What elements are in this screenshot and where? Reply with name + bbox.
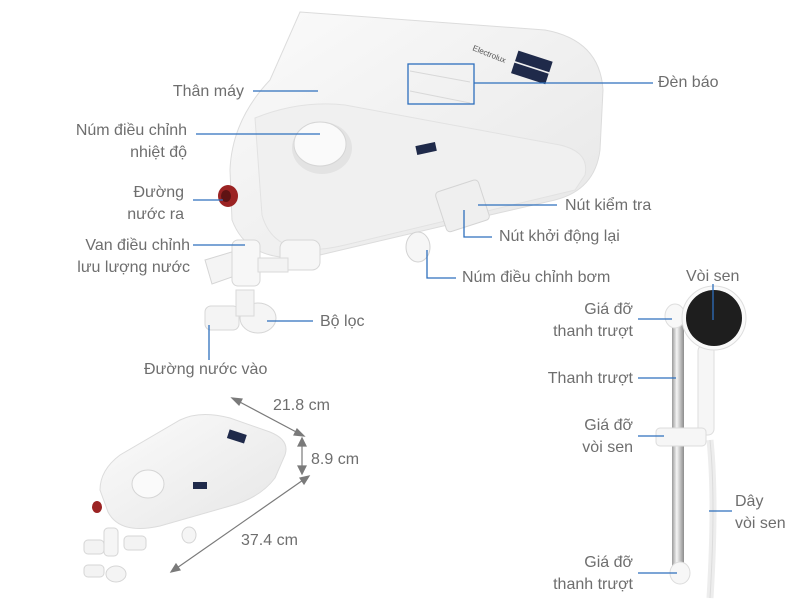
- label-duong-nuoc-ra-line1: Đường: [133, 184, 184, 201]
- label-van-line2: lưu lượng nước: [77, 259, 190, 276]
- label-nut-kiem-tra: Nút kiểm tra: [565, 197, 652, 214]
- label-thanh-truot: Thanh trượt: [547, 370, 633, 387]
- label-duong-nuoc-ra-line2: nước ra: [127, 206, 184, 223]
- heater-main-body: Electrolux: [204, 11, 604, 334]
- label-gia-do-voi-sen-line1: Giá đỡ: [584, 417, 633, 434]
- label-gia-do-thanh-truot-bottom-line1: Giá đỡ: [584, 554, 633, 571]
- label-day-voi-sen-line2: vòi sen: [735, 515, 786, 532]
- label-van-line1: Van điều chỉnh: [85, 237, 190, 254]
- label-gia-do-thanh-truot-top-line1: Giá đỡ: [584, 301, 633, 318]
- leader-lines: [193, 63, 732, 574]
- label-nut-khoi-dong-lai: Nút khởi động lại: [499, 228, 620, 245]
- label-than-may: Thân máy: [172, 83, 244, 100]
- label-gia-do-thanh-truot-bottom-line2: thanh trượt: [553, 576, 633, 593]
- label-num-nhiet-do-line1: Núm điều chỉnh: [75, 122, 187, 139]
- label-voi-sen: Vòi sen: [686, 268, 740, 285]
- label-bo-loc: Bộ lọc: [320, 313, 365, 330]
- label-day-voi-sen-line1: Dây: [735, 493, 764, 510]
- dimension-width: 37.4 cm: [241, 532, 298, 549]
- label-gia-do-thanh-truot-top-line2: thanh trượt: [553, 323, 633, 340]
- label-num-nhiet-do-line2: nhiệt độ: [130, 144, 187, 161]
- label-gia-do-voi-sen-line2: vòi sen: [582, 439, 633, 456]
- dimension-arrows: [169, 397, 311, 573]
- dimension-height: 8.9 cm: [311, 451, 360, 468]
- heater-dimension-view: [83, 414, 287, 583]
- dimension-depth: 21.8 cm: [273, 397, 330, 414]
- label-den-bao: Đèn báo: [658, 74, 719, 91]
- label-num-bom: Núm điều chỉnh bơm: [462, 269, 611, 286]
- label-duong-nuoc-vao: Đường nước vào: [144, 361, 268, 378]
- shower-set: [655, 285, 747, 599]
